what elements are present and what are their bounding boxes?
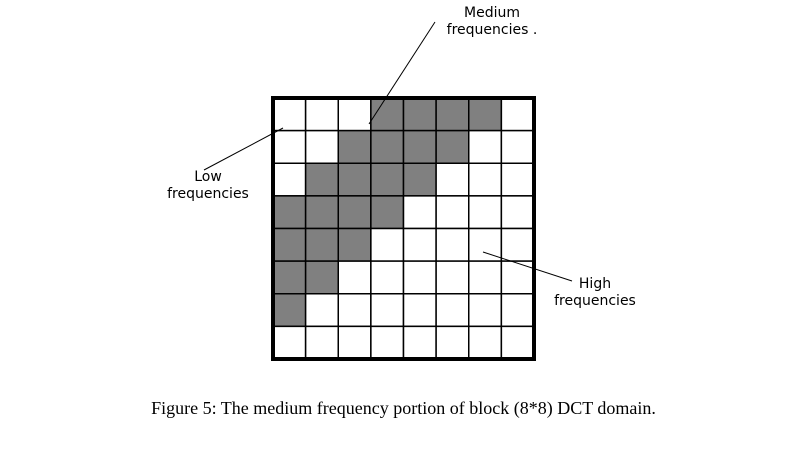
grid-cell: [500, 97, 535, 132]
grid-cell: [468, 325, 503, 360]
grid-cell: [500, 325, 535, 360]
grid-cell: [402, 195, 437, 230]
grid-cell: [304, 325, 339, 360]
label-medium-line-1: Medium: [464, 5, 520, 21]
grid-cell: [435, 227, 470, 262]
grid-cell: [272, 325, 307, 360]
grid-cell: [272, 97, 307, 132]
grid-cell: [435, 325, 470, 360]
figure-caption: Figure 5: The medium frequency portion o…: [151, 398, 656, 418]
grid-cell: [435, 293, 470, 328]
grid-cell: [468, 195, 503, 230]
grid-cell: [370, 293, 405, 328]
grid-cell-shaded: [468, 97, 503, 132]
grid-cell: [500, 227, 535, 262]
grid-cell: [500, 260, 535, 295]
label-medium-frequencies: Medium frequencies .: [432, 5, 552, 39]
grid-cell-shaded: [435, 129, 470, 164]
grid-cell: [500, 129, 535, 164]
label-low-frequencies: Low frequencies: [150, 169, 266, 203]
grid-cell: [304, 293, 339, 328]
label-high-line-2: frequencies: [554, 293, 636, 309]
grid-cell: [370, 227, 405, 262]
grid-cell-shaded: [337, 195, 372, 230]
label-low-line-2: frequencies: [167, 186, 249, 202]
label-high-line-1: High: [578, 276, 612, 292]
grid-cell: [435, 260, 470, 295]
grid-cell-shaded: [272, 227, 307, 262]
grid-cell: [370, 325, 405, 360]
grid-cell: [337, 97, 372, 132]
grid-cell: [500, 195, 535, 230]
grid-cell-shaded: [337, 162, 372, 197]
grid-cell: [272, 162, 307, 197]
grid-cell: [468, 162, 503, 197]
dct-grid-cells: [272, 97, 535, 360]
label-medium-line-2: frequencies .: [446, 22, 538, 38]
pointer-medium: [368, 21, 436, 125]
grid-cell: [468, 129, 503, 164]
grid-cell: [435, 162, 470, 197]
grid-cell: [468, 293, 503, 328]
grid-cell: [402, 325, 437, 360]
grid-cell: [500, 293, 535, 328]
grid-cell-shaded: [304, 195, 339, 230]
grid-cell: [435, 195, 470, 230]
grid-cell: [370, 260, 405, 295]
grid-cell: [272, 129, 307, 164]
grid-cell: [304, 129, 339, 164]
label-high-frequencies: High frequencies: [542, 276, 648, 310]
grid-cell-shaded: [304, 260, 339, 295]
grid-cell-shaded: [402, 129, 437, 164]
grid-cell-shaded: [304, 162, 339, 197]
grid-cell: [402, 227, 437, 262]
grid-cell: [468, 260, 503, 295]
grid-cell: [304, 97, 339, 132]
grid-cell-shaded: [337, 227, 372, 262]
grid-cell-shaded: [435, 97, 470, 132]
grid-cell: [402, 260, 437, 295]
grid-cell-shaded: [370, 162, 405, 197]
grid-cell: [500, 162, 535, 197]
grid-cell-shaded: [370, 195, 405, 230]
grid-cell-shaded: [337, 129, 372, 164]
grid-cell-shaded: [272, 195, 307, 230]
grid-cell-shaded: [272, 260, 307, 295]
pointer-low: [203, 127, 284, 171]
grid-cell-shaded: [272, 293, 307, 328]
grid-cell: [402, 293, 437, 328]
grid-cell-shaded: [402, 162, 437, 197]
dct-grid-border: [271, 96, 536, 361]
pointer-high: [482, 251, 573, 282]
grid-cell-shaded: [370, 129, 405, 164]
grid-cell-shaded: [304, 227, 339, 262]
grid-cell: [337, 293, 372, 328]
label-low-line-1: Low: [194, 169, 222, 185]
grid-cell-shaded: [402, 97, 437, 132]
grid-cell: [337, 325, 372, 360]
grid-cell: [337, 260, 372, 295]
